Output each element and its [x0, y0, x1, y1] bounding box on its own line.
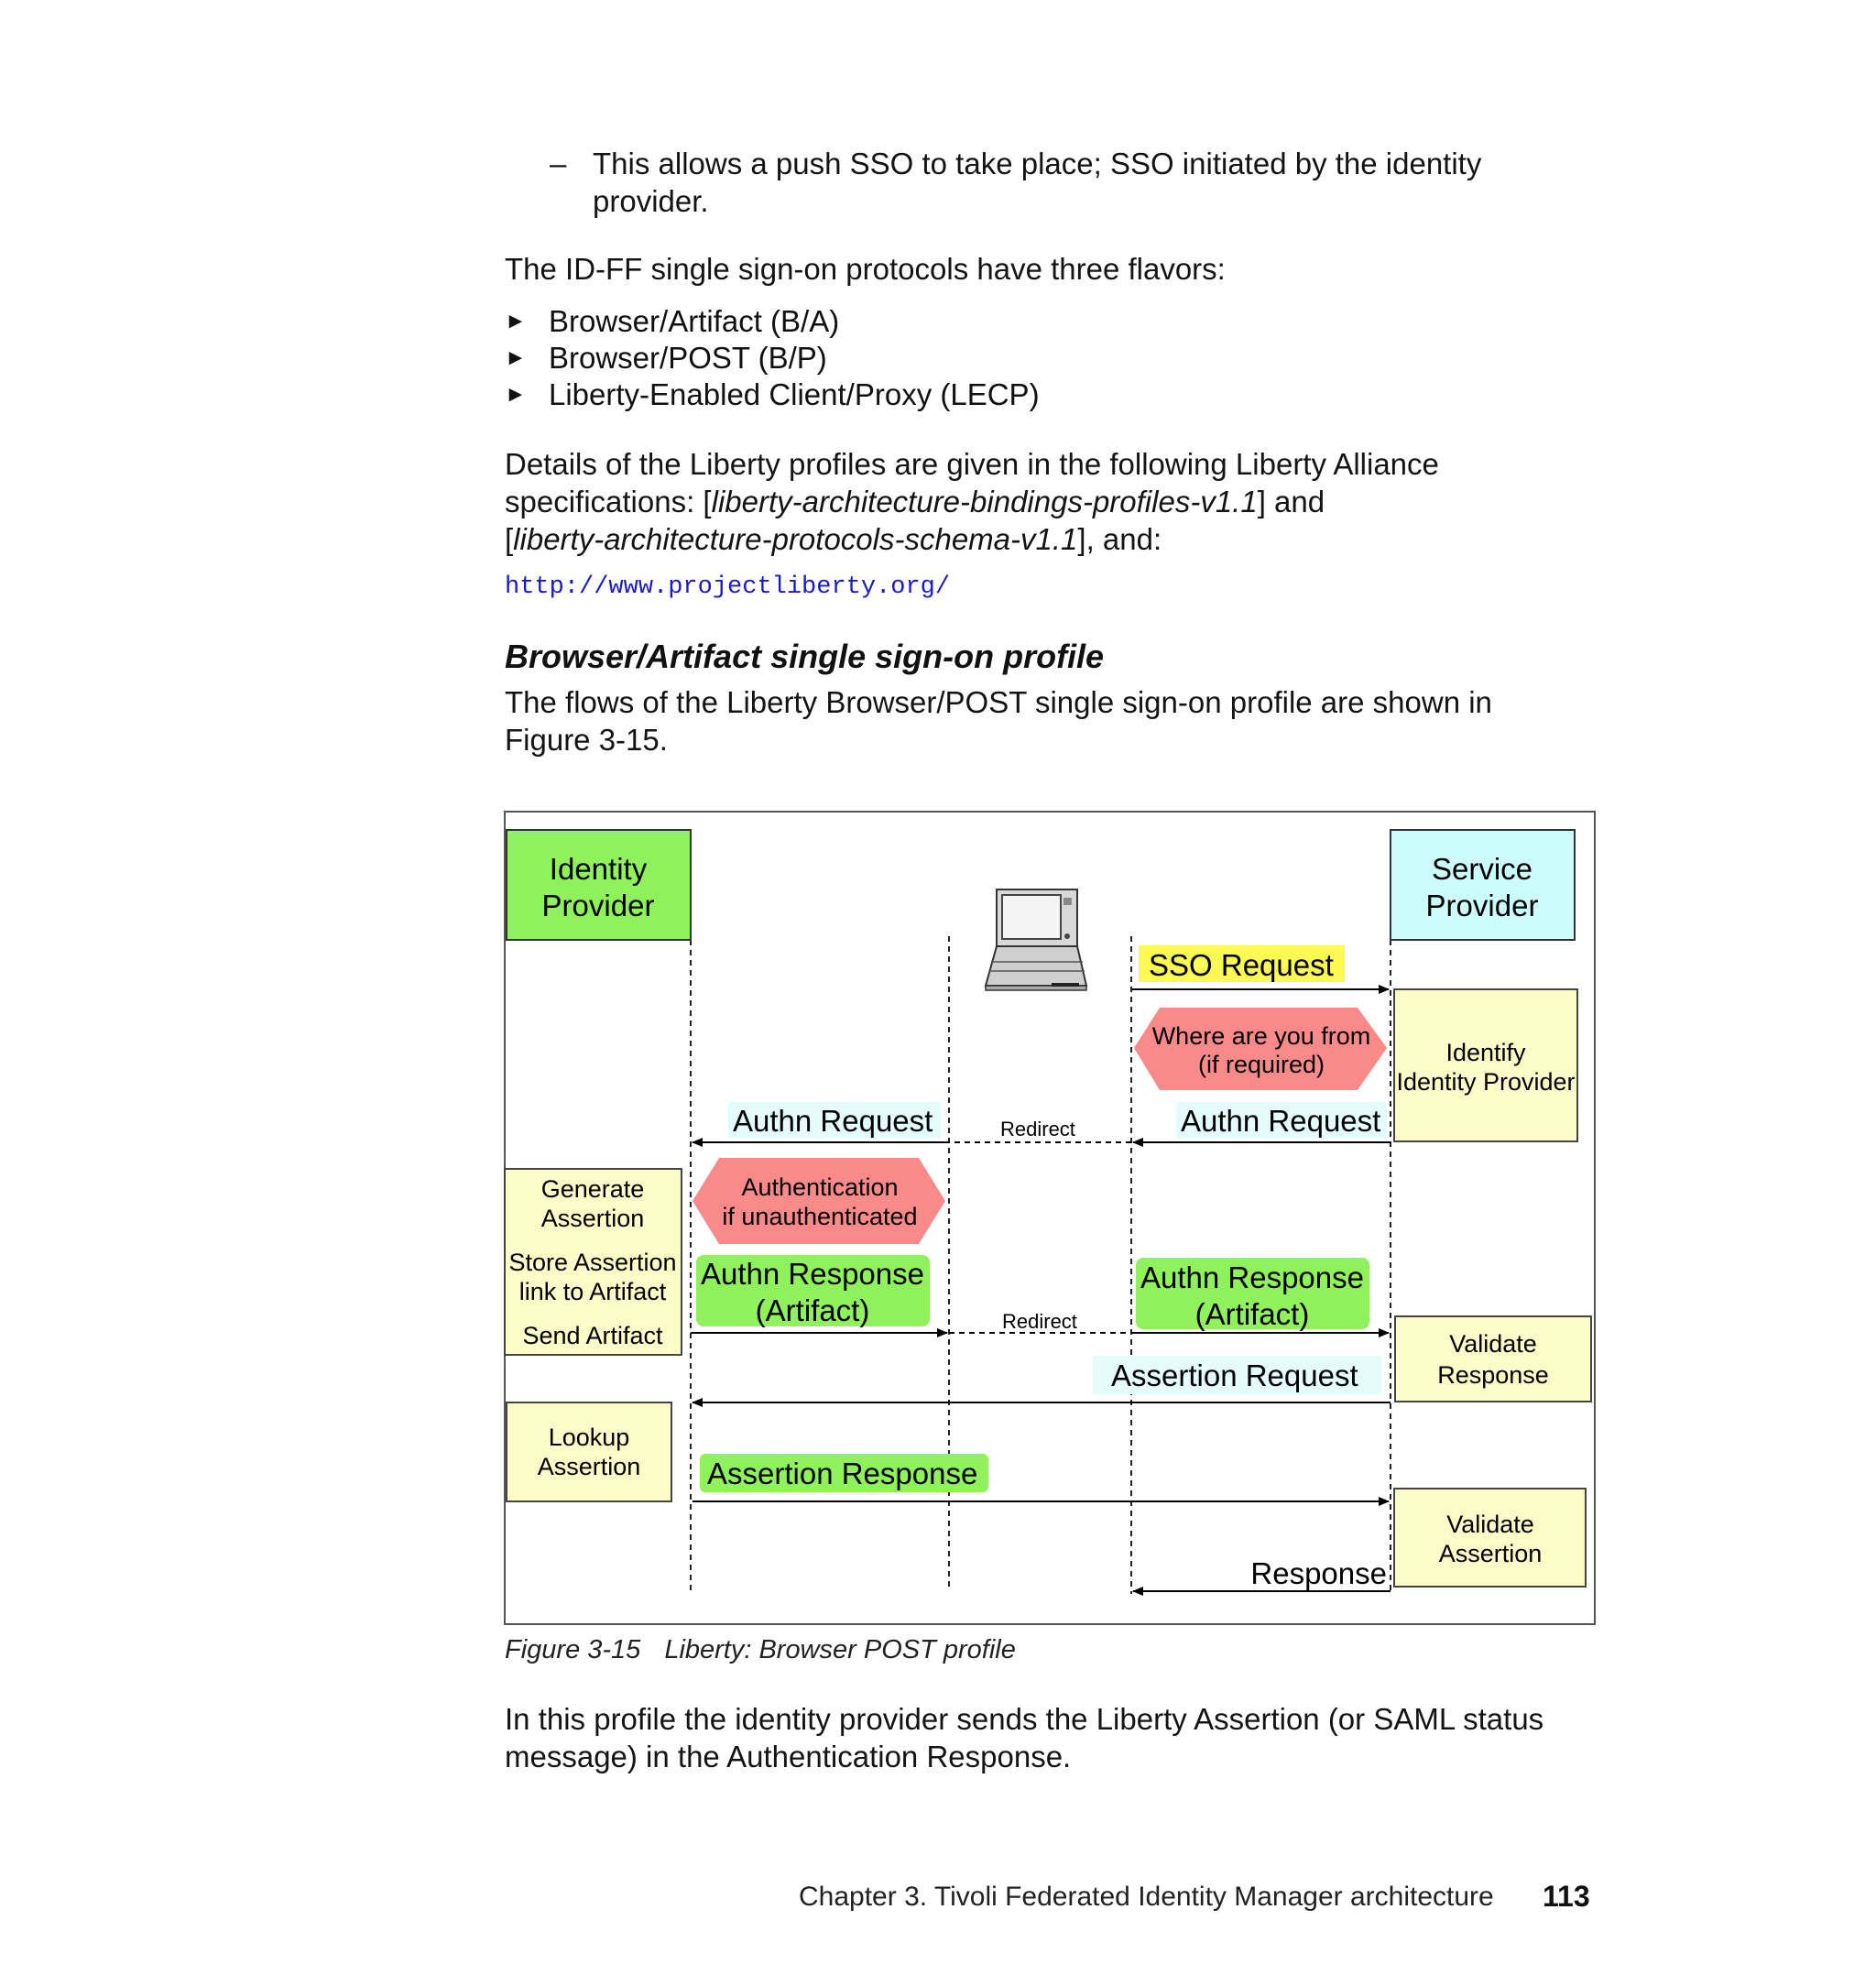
closing-line-2: message) in the Authentication Response. — [505, 1738, 1696, 1775]
validate-assertion-line-1: Validate — [1446, 1511, 1534, 1538]
sp-label-line-1: Service — [1432, 852, 1532, 886]
figure-caption: Figure 3-15 Liberty: Browser POST profile — [505, 1635, 1016, 1665]
redirect-label-1: Redirect — [1000, 1118, 1075, 1140]
caption-number: Figure 3-15 — [505, 1635, 640, 1664]
service-provider-box: Service Provider — [1391, 830, 1575, 940]
authn-response-right-line-2: (Artifact) — [1195, 1297, 1310, 1331]
identity-provider-box: Identity Provider — [507, 830, 691, 940]
redirect-label-2: Redirect — [1002, 1310, 1077, 1333]
caption-title: Liberty: Browser POST profile — [664, 1635, 1016, 1664]
authn-response-left-line-1: Authn Response — [701, 1257, 924, 1291]
footer-chapter-title: Chapter 3. Tivoli Federated Identity Man… — [799, 1882, 1494, 1913]
lookup-assertion-box: Lookup Assertion — [507, 1402, 671, 1501]
lookup-line-2: Assertion — [538, 1453, 641, 1480]
lookup-line-1: Lookup — [549, 1424, 630, 1451]
authn-request-right-label: Authn Request — [1181, 1104, 1380, 1138]
laptop-icon — [986, 889, 1086, 990]
assertion-request-label: Assertion Request — [1111, 1359, 1358, 1392]
send-artifact-line: Send Artifact — [522, 1322, 663, 1349]
generate-line-2: Assertion — [541, 1205, 645, 1232]
generate-assertion-box: Generate Assertion Store Assertion link … — [505, 1169, 682, 1355]
validate-assertion-line-2: Assertion — [1439, 1540, 1543, 1567]
closing-paragraph: In this profile the identity provider se… — [505, 1700, 1696, 1775]
sp-label-line-2: Provider — [1426, 889, 1539, 922]
authn-response-right-line-1: Authn Response — [1140, 1260, 1364, 1294]
where-from-line-2: (if required) — [1198, 1051, 1325, 1078]
closing-line-1: In this profile the identity provider se… — [505, 1700, 1696, 1738]
validate-response-line-1: Validate — [1449, 1330, 1537, 1358]
authn-response-left-line-2: (Artifact) — [756, 1293, 870, 1327]
validate-response-line-2: Response — [1437, 1361, 1549, 1389]
generate-line-1: Generate — [541, 1175, 645, 1203]
validate-assertion-box: Validate Assertion — [1394, 1489, 1586, 1587]
response-label: Response — [1250, 1556, 1387, 1590]
authentication-line-2: if unauthenticated — [722, 1203, 917, 1230]
store-line-1: Store Assertion — [508, 1249, 676, 1276]
authentication-arrow — [693, 1158, 945, 1244]
identify-identity-provider-box: Identify Identity Provider — [1394, 989, 1577, 1141]
identify-line-1: Identify — [1445, 1039, 1526, 1066]
idp-label-line-1: Identity — [550, 852, 648, 886]
sso-request-label: SSO Request — [1149, 948, 1334, 982]
idp-label-line-2: Provider — [542, 889, 655, 922]
authn-request-left-label: Authn Request — [733, 1104, 933, 1138]
validate-response-box: Validate Response — [1395, 1316, 1591, 1402]
assertion-response-label: Assertion Response — [707, 1457, 977, 1490]
store-line-2: link to Artifact — [519, 1278, 667, 1305]
authentication-line-1: Authentication — [741, 1173, 898, 1201]
identify-line-2: Identity Provider — [1396, 1068, 1575, 1096]
where-from-line-1: Where are you from — [1152, 1022, 1371, 1050]
footer-page-number: 113 — [1543, 1880, 1590, 1914]
